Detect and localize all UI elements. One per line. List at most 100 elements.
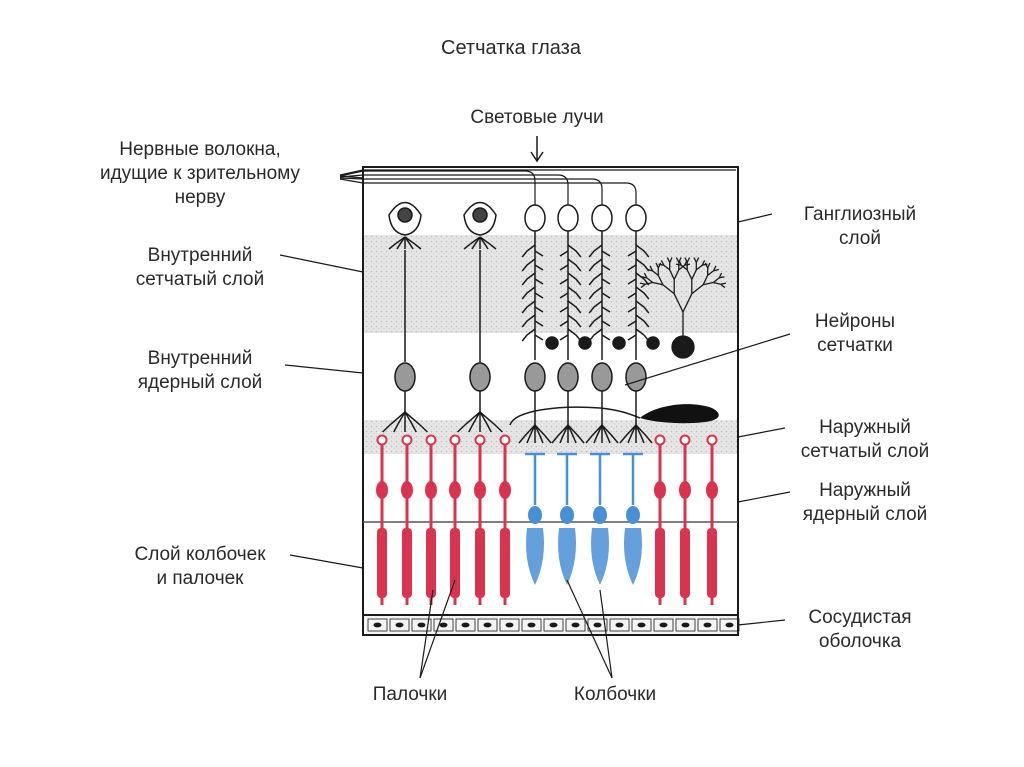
amacrine-branch: [713, 265, 717, 271]
choroid-cell: [477, 618, 498, 632]
dendrite: [619, 424, 637, 444]
bipolar-cell: [469, 362, 491, 392]
dendrite: [588, 328, 611, 342]
amacrine-branch: [663, 264, 671, 271]
ganglion-cell: [524, 204, 546, 232]
dendrite: [559, 258, 582, 272]
rods-group: [376, 434, 718, 605]
amacrine-body: [671, 335, 695, 359]
choroid-cell: [367, 618, 388, 632]
amacrine-branch: [693, 257, 697, 263]
rod-outer-segment: [426, 528, 436, 598]
choroid-nucleus: [681, 622, 690, 628]
amacrine-branch: [643, 272, 648, 279]
amacrine-branch: [691, 284, 704, 295]
horizontal-cell-process: [509, 406, 641, 426]
rod-outer-segment: [707, 528, 717, 598]
amacrine-branch: [682, 293, 693, 313]
amacrine-branch: [712, 277, 720, 284]
amacrine-branch: [720, 282, 727, 285]
rod-synapse: [401, 434, 413, 446]
amacrine-branch: [718, 272, 723, 279]
amacrine-small-cell: [545, 336, 559, 350]
choroid-nucleus: [417, 622, 426, 628]
amacrine-branch: [658, 263, 664, 266]
amacrine-branch: [680, 264, 688, 271]
amacrine-branch: [652, 281, 664, 286]
amacrine-branch: [675, 257, 680, 263]
dendrite: [521, 258, 544, 272]
light-rays-arrow: [530, 136, 544, 163]
rod-synapse: [449, 434, 461, 446]
dendrite: [463, 236, 481, 250]
amacrine-branch: [645, 281, 653, 285]
dendrite: [404, 411, 428, 433]
dendrite: [559, 286, 582, 300]
dendrite: [404, 411, 417, 433]
dendrite: [396, 236, 406, 250]
amacrine-small-cell: [578, 336, 592, 350]
cones-group: [525, 452, 643, 585]
rod-nucleus: [706, 481, 718, 499]
dendrite: [388, 236, 406, 250]
cone-inner-segment: [624, 528, 642, 585]
dendrite: [534, 424, 552, 444]
dendrite: [588, 258, 611, 272]
rod-outer-segment: [680, 528, 690, 598]
dendrite: [479, 411, 492, 433]
rod-nucleus: [679, 481, 691, 499]
nerve-fiber: [339, 174, 569, 205]
choroid-nucleus: [637, 622, 646, 628]
amacrine-branch: [707, 270, 715, 276]
nerve-fiber: [339, 170, 536, 205]
ganglion-cell: [557, 204, 579, 232]
dendrite: [559, 300, 582, 314]
dendrite: [521, 314, 544, 328]
dendrite: [588, 244, 611, 258]
amacrine-branch: [669, 257, 673, 263]
rods-label: Палочки: [372, 684, 448, 705]
amacrine-branch: [678, 264, 686, 271]
dendrite: [457, 411, 481, 433]
rod-nucleus: [376, 481, 388, 499]
dendrite: [627, 272, 650, 286]
rod-synapse: [425, 434, 437, 446]
horizontal-cell: [640, 404, 719, 424]
amacrine-cell: [639, 257, 727, 359]
amacrine-branch: [701, 260, 706, 266]
dendrite: [559, 272, 582, 286]
dendrite: [479, 411, 503, 433]
cone-fiber: [557, 452, 577, 505]
bipolar-cell: [591, 362, 613, 392]
cone-inner-segment: [526, 528, 544, 585]
choroid-cell: [499, 618, 520, 632]
dendrite: [567, 424, 585, 444]
dendrite: [585, 424, 603, 444]
cone-nucleus: [560, 506, 574, 524]
dendrite: [567, 424, 577, 444]
amacrine-branch: [640, 283, 646, 289]
rod-nucleus: [449, 481, 461, 499]
choroid-nucleus: [549, 622, 558, 628]
amacrine-branch: [704, 262, 709, 269]
ganglion-neurons: [382, 201, 660, 444]
dendrite: [627, 314, 650, 328]
choroid-cell: [455, 618, 476, 632]
amacrine-branch: [639, 282, 646, 285]
amacrine-branch: [662, 284, 675, 295]
dendrite: [601, 424, 611, 444]
ganglion-nucleus: [472, 207, 488, 223]
amacrine-branch: [673, 293, 684, 313]
dendrite: [627, 244, 650, 258]
choroid-nucleus: [659, 622, 668, 628]
nerve-fiber-lines: [339, 169, 736, 205]
dendrite: [588, 286, 611, 300]
dendrite: [559, 424, 569, 444]
dendrite: [534, 424, 544, 444]
cone-nucleus: [626, 506, 640, 524]
amacrine-branch: [695, 264, 703, 271]
